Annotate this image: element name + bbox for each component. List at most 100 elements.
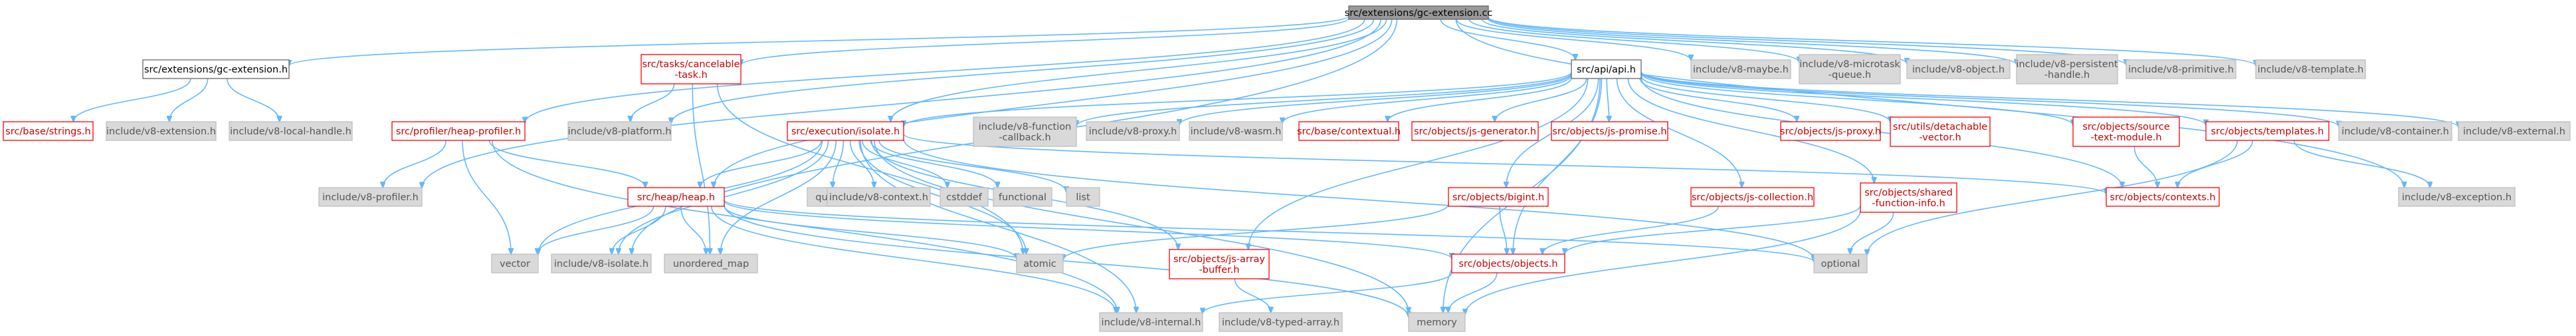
edge-exec_isolate-to-cstddef (861, 140, 947, 188)
node-objects-h[interactable]: src/objects/objects.h (1451, 253, 1565, 273)
edge-heap_heap-to-unordered_map (680, 206, 706, 254)
node-shared-fi[interactable]: src/objects/shared-function-info.h (1860, 182, 1957, 213)
edge-gcext_h-to-v8_extension (169, 78, 209, 122)
edge-heap_heap-to-atomic (724, 206, 1017, 259)
node-label-line: src/objects/contexts.h (2110, 192, 2215, 203)
node-detachable[interactable]: src/utils/detachable-vector.h (1890, 116, 1991, 147)
node-v8-function-cb: include/v8-function-callback.h (973, 116, 1077, 147)
node-base-strings[interactable]: src/base/strings.h (3, 121, 94, 141)
node-api-h[interactable]: src/api/api.h (1571, 59, 1642, 79)
edge-api_h-to-v8_external (1640, 71, 2458, 128)
node-label-line: include/v8-microtask (1799, 59, 1900, 70)
node-label-line: src/objects/js-array (1173, 254, 1265, 265)
node-label-line: include/v8-function (979, 122, 1072, 132)
edge-cancelable-to-v8_platform (631, 83, 675, 122)
node-label-line: atomic (1023, 259, 1056, 269)
node-js-collection[interactable]: src/objects/js-collection.h (1690, 187, 1815, 207)
node-box (1813, 253, 1868, 273)
node-label-line: include/v8-internal.h (1102, 317, 1201, 328)
node-box (1890, 116, 1991, 147)
edge-root-to-v8_template (1488, 16, 2256, 66)
node-box (106, 121, 217, 141)
edge-root-to-exec_isolate (890, 19, 1387, 122)
node-contexts[interactable]: src/objects/contexts.h (2106, 187, 2220, 207)
node-box (973, 116, 1077, 147)
node-box (641, 54, 742, 84)
node-v8-maybe: include/v8-maybe.h (1690, 59, 1791, 79)
node-profiler-heap[interactable]: src/profiler/heap-profiler.h (391, 121, 526, 141)
edge-shared_fi-to-optional (1850, 212, 1894, 254)
node-unordered-map: unordered_map (664, 253, 758, 273)
node-vector: vector (491, 253, 539, 273)
edge-bigint-to-objects_h (1499, 206, 1507, 254)
node-cancelable[interactable]: src/tasks/cancelable-task.h (641, 54, 742, 84)
edge-js_array_buffer-to-v8_typed_array (1234, 278, 1270, 313)
node-box (1906, 59, 2011, 79)
node-label-line: include/v8-container.h (2341, 126, 2449, 137)
node-js-proxy[interactable]: src/objects/js-proxy.h (1780, 121, 1881, 141)
node-label-line: functional (999, 192, 1046, 203)
edge-root-to-v8_persistent (1488, 18, 2017, 65)
node-box (1411, 121, 1539, 141)
node-label-line: src/api/api.h (1577, 65, 1636, 75)
edge-templates_h-to-optional (1867, 140, 2238, 255)
node-label-line: src/objects/objects.h (1458, 259, 1557, 269)
node-js-array-buffer[interactable]: src/objects/js-array-buffer.h (1169, 249, 1270, 279)
node-label-line: -callback.h (999, 132, 1050, 143)
node-label-line: include/v8-template.h (2258, 65, 2364, 75)
node-v8-profiler: include/v8-profiler.h (318, 187, 423, 207)
edge-root-to-v8_exception (1455, 19, 2404, 188)
node-base-contextual[interactable]: src/base/contextual.h (1297, 121, 1401, 141)
node-templates-h[interactable]: src/objects/templates.h (2205, 121, 2329, 141)
edge-cancelable-to-unordered_map (692, 83, 710, 254)
node-v8-platform: include/v8-platform.h (567, 121, 672, 141)
node-box (1099, 312, 1203, 332)
edge-exec_isolate-to-list (878, 140, 1066, 192)
edge-profiler_heap-to-heap_heap (488, 140, 645, 188)
node-gcext-h[interactable]: src/extensions/gc-extension.h (142, 59, 290, 79)
node-label-line: -handle.h (2044, 70, 2090, 81)
node-box (551, 253, 652, 273)
node-box (787, 121, 904, 141)
node-label-line: vector (500, 259, 530, 269)
node-label-line: -buffer.h (1199, 265, 1240, 275)
dependency-edges (74, 15, 2458, 317)
edge-api_h-to-js_proxy (1639, 78, 1797, 122)
edge-api_h-to-v8_wasm (1282, 75, 1572, 124)
node-js-generator[interactable]: src/objects/js-generator.h (1411, 121, 1539, 141)
edge-bigint-to-atomic (1063, 204, 1449, 260)
node-label-line: include/v8-profiler.h (322, 192, 419, 203)
edge-root-to-profiler_heap (525, 19, 1365, 123)
node-label-line: src/objects/templates.h (2211, 126, 2324, 137)
edge-root-to-heap_heap (714, 19, 1393, 188)
edge-js_collection-to-objects_h (1542, 206, 1719, 254)
node-box (993, 187, 1052, 207)
node-label-line: src/objects/shared (1864, 188, 1953, 198)
node-label-line: src/extensions/gc-extension.cc (1345, 8, 1493, 19)
node-heap-heap[interactable]: src/heap/heap.h (627, 187, 725, 207)
node-box (1086, 121, 1180, 141)
node-box (1016, 253, 1064, 273)
node-v8-template: include/v8-template.h (2255, 59, 2366, 79)
edge-api_h-to-js_promise (1606, 78, 1609, 122)
node-label-line: -task.h (674, 70, 708, 81)
edge-exec_isolate-to-queue (833, 140, 844, 188)
node-box (1780, 121, 1881, 141)
node-exec-isolate[interactable]: src/execution/isolate.h (787, 121, 904, 141)
node-label-line: -text-module.h (2090, 132, 2161, 143)
edge-api_h-to-contexts (1640, 77, 2122, 188)
node-source-text[interactable]: src/objects/source-text-module.h (2072, 116, 2180, 147)
node-v8-exception: include/v8-exception.h (2398, 187, 2516, 207)
node-label-line: -vector.h (1919, 132, 1961, 143)
edge-shared_fi-to-objects_h (1565, 205, 1861, 254)
node-root[interactable]: src/extensions/gc-extension.cc (1345, 5, 1493, 20)
node-label-line: src/extensions/gc-extension.h (144, 65, 288, 75)
node-box (491, 253, 539, 273)
edge-cancelable-to-atomic (716, 83, 1023, 254)
node-v8-wasm: include/v8-wasm.h (1189, 121, 1283, 141)
node-js-promise[interactable]: src/objects/js-promise.h (1551, 121, 1668, 141)
node-v8-primitive: include/v8-primitive.h (2126, 59, 2236, 79)
node-label-line: src/objects/js-generator.h (1414, 126, 1536, 137)
node-bigint[interactable]: src/objects/bigint.h (1448, 187, 1549, 207)
